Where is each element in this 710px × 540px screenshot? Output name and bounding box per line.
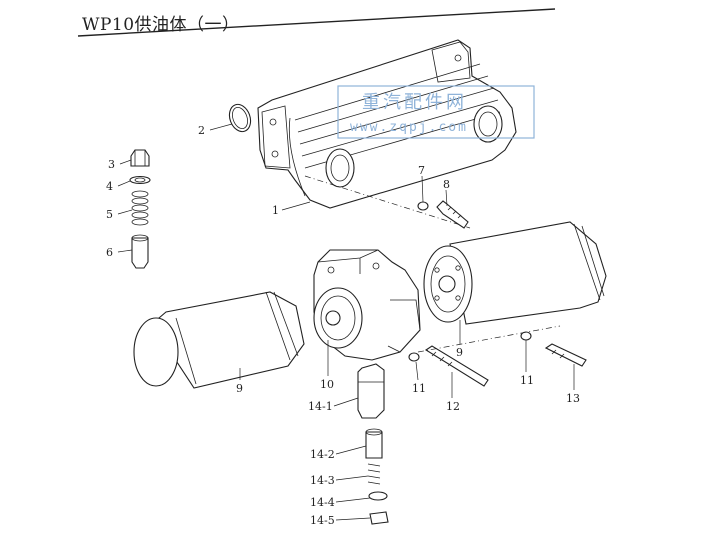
label-7: 7: [418, 164, 425, 177]
o-ring: [228, 103, 252, 133]
leader-lines: [117, 123, 575, 521]
label-10: 10: [320, 378, 334, 391]
watermark-text: 重汽配件网: [362, 92, 467, 113]
label-9-right: 9: [456, 346, 463, 359]
label-14-4: 14-4: [310, 496, 335, 509]
label-5: 5: [106, 208, 113, 221]
label-3: 3: [108, 158, 115, 171]
title-underline: [77, 8, 556, 37]
filter-head-housing: [313, 249, 421, 361]
label-14-1: 14-1: [308, 400, 333, 413]
watermark-url: www.zqpj.com: [350, 120, 468, 135]
label-11-left: 11: [412, 382, 426, 395]
washers-and-bolts-bottom: [408, 325, 587, 387]
filter-cartridge-right: [423, 221, 607, 325]
washer-and-bolt-top: [304, 175, 471, 229]
label-8: 8: [443, 178, 450, 191]
valve-stack: [129, 149, 151, 269]
oil-cooler-body: [257, 39, 517, 209]
label-4: 4: [106, 180, 113, 193]
label-2: 2: [198, 124, 205, 137]
label-9-left: 9: [236, 382, 243, 395]
label-11-right: 11: [520, 374, 534, 387]
label-6: 6: [106, 246, 113, 259]
label-1: 1: [272, 204, 279, 217]
diagram-title: WP10供油体（一）: [82, 15, 240, 35]
label-14-5: 14-5: [310, 514, 335, 527]
filter-cartridge-left: [133, 291, 305, 389]
label-13: 13: [566, 392, 580, 405]
valve-assembly: [357, 363, 389, 525]
watermark: 重汽配件网 www.zqpj.com: [337, 85, 535, 139]
label-14-3: 14-3: [310, 474, 335, 487]
label-12: 12: [446, 400, 460, 413]
label-14-2: 14-2: [310, 448, 335, 461]
